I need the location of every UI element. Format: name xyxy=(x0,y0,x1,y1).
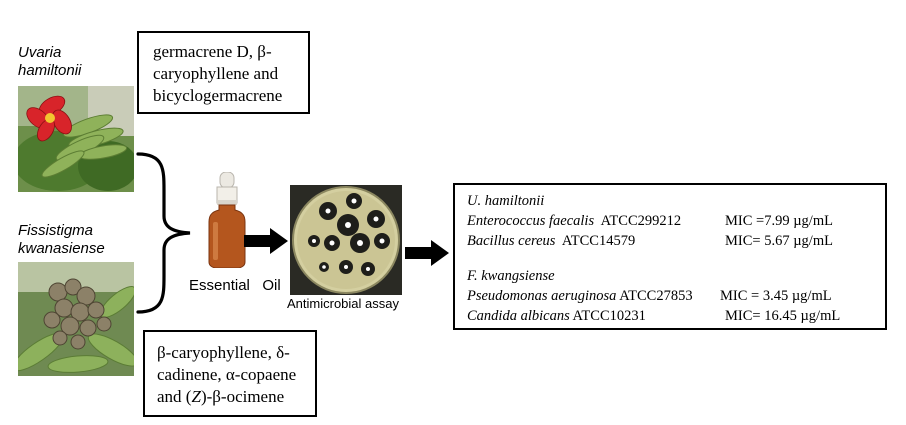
arrow-right-icon xyxy=(405,240,449,266)
organism-name: Pseudomonas aeruginosa xyxy=(467,288,617,304)
compounds-box-1: germacrene D, β- caryophyllene and bicyc… xyxy=(137,31,310,114)
result-row: Pseudomonas aeruginosa ATCC27853 xyxy=(467,287,693,305)
compounds-box-1-line3: bicyclogermacrene xyxy=(153,86,283,105)
dropper-bottle-icon xyxy=(208,172,246,268)
mic-value: MIC =7.99 µg/mL xyxy=(725,213,833,229)
arrow-right-icon xyxy=(244,228,288,254)
result-row: Enterococcus faecalis ATCC299212 xyxy=(467,212,681,230)
results-box: U. hamiltonii Enterococcus faecalis ATCC… xyxy=(453,183,887,330)
curly-brace-icon xyxy=(136,152,191,314)
plant1-name-line1: Uvaria xyxy=(18,44,62,61)
result-row: Bacillus cereus ATCC14579 xyxy=(467,232,635,250)
group1-title: U. hamiltonii xyxy=(467,193,545,209)
mic-value: MIC = 3.45 µg/mL xyxy=(720,288,832,304)
result-row: Candida albicans ATCC10231 xyxy=(467,307,646,325)
plant1-name-line2: hamiltonii xyxy=(18,62,82,79)
plant2-photo xyxy=(18,262,134,376)
compounds-box-2-line1: β-caryophyllene, δ- xyxy=(157,343,290,362)
mic-value: MIC= 16.45 µg/mL xyxy=(725,308,841,324)
antimicrobial-assay-label: Antimicrobial assay xyxy=(287,296,399,311)
compounds-box-1-line1: germacrene D, β- xyxy=(153,42,272,61)
group2-title: F. kwangsiense xyxy=(467,268,555,284)
plant2-label: Fissistigma kwanasiense xyxy=(18,222,105,258)
plant1-label: Uvaria hamiltonii xyxy=(18,44,81,80)
organism-name: Bacillus cereus xyxy=(467,233,556,249)
plant2-name-line1: Fissistigma xyxy=(18,222,94,239)
plant2-name-line2: kwanasiense xyxy=(18,240,105,257)
plant1-photo xyxy=(18,86,134,192)
compounds-box-1-line2: caryophyllene and xyxy=(153,64,279,83)
mic-value: MIC= 5.67 µg/mL xyxy=(725,233,833,249)
petri-dish-icon xyxy=(290,185,402,295)
essential-oil-label: Essential Oil xyxy=(189,277,281,294)
strain-id: ATCC10231 xyxy=(572,308,646,324)
organism-name: Enterococcus faecalis xyxy=(467,213,595,229)
compounds-box-2-line3: and (Z)-β-ocimene xyxy=(157,387,285,406)
strain-id: ATCC27853 xyxy=(619,288,693,304)
organism-name: Candida albicans xyxy=(467,308,570,324)
compounds-box-2: β-caryophyllene, δ- cadinene, α-copaene … xyxy=(143,330,317,417)
compounds-box-2-line2: cadinene, α-copaene xyxy=(157,365,297,384)
strain-id: ATCC14579 xyxy=(561,233,636,249)
strain-id: ATCC299212 xyxy=(600,213,682,229)
